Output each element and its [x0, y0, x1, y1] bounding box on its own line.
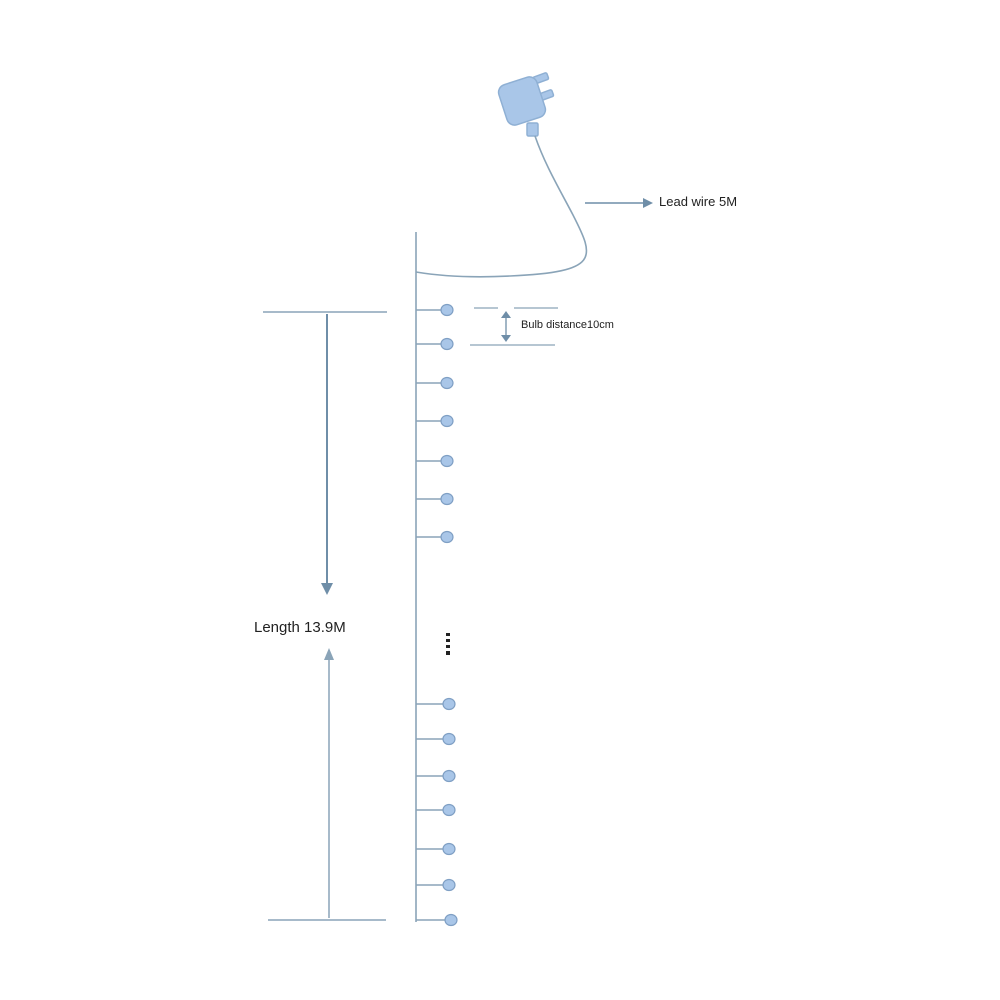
length-dimension	[263, 311, 387, 921]
bulb-icon	[416, 878, 456, 892]
bulb-icon	[416, 492, 454, 506]
bulb-icon	[416, 769, 456, 783]
bulb-distance-dimension	[470, 307, 558, 346]
power-adapter-icon	[497, 72, 555, 137]
lead-wire-label: Lead wire 5M	[659, 194, 737, 209]
bulb-icon	[416, 376, 454, 390]
length-label: Length 13.9M	[254, 619, 346, 636]
lead-wire	[415, 135, 588, 278]
bulb-icon	[416, 803, 456, 817]
bulb-distance-label: Bulb distance10cm	[521, 319, 614, 331]
bulb-group-bottom	[416, 697, 458, 927]
vertical-ellipsis-icon	[446, 633, 450, 655]
bulb-icon	[416, 303, 454, 317]
bulb-icon	[416, 414, 454, 428]
bulb-icon	[416, 530, 454, 544]
bulb-icon	[416, 913, 458, 927]
bulb-icon	[416, 842, 456, 856]
bulb-group-top	[416, 303, 454, 544]
bulb-icon	[416, 337, 454, 351]
bulb-icon	[416, 732, 456, 746]
bulb-icon	[416, 454, 454, 468]
bulb-icon	[416, 697, 456, 711]
